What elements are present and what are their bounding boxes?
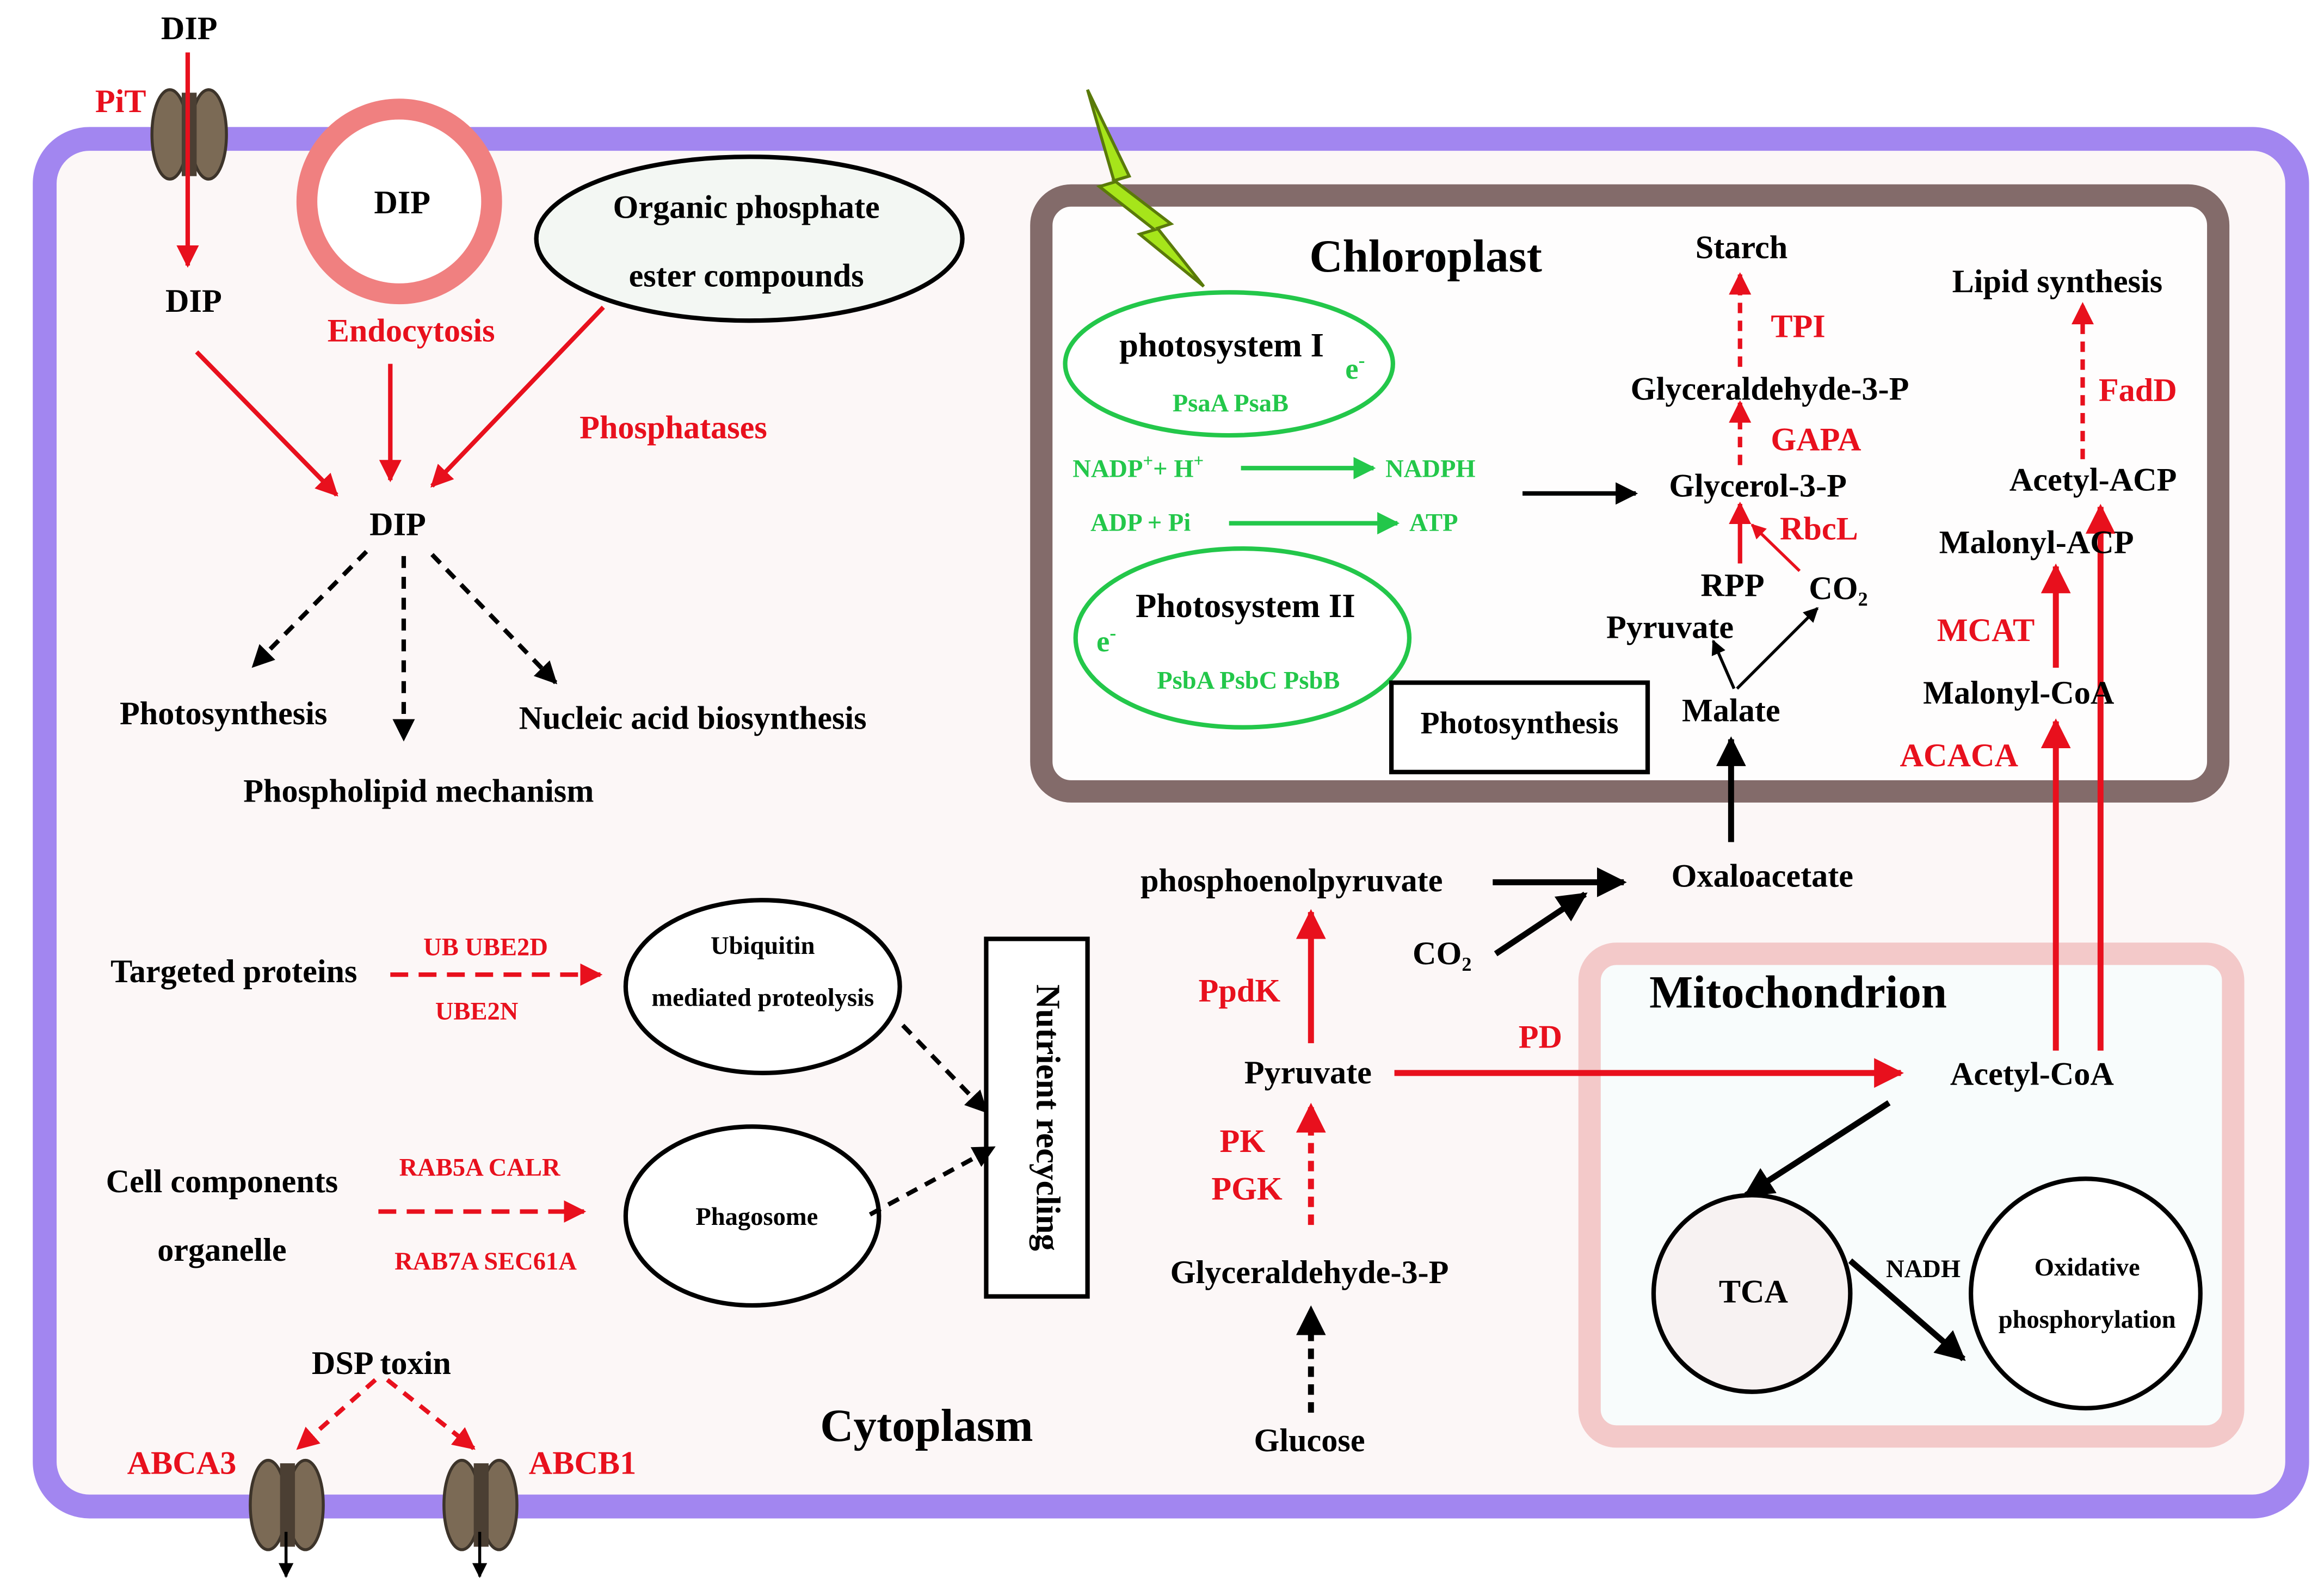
- nucleic-acid-label: Nucleic acid biosynthesis: [519, 700, 867, 736]
- arrow-malate-co2: [1736, 607, 1819, 690]
- arrow-phagosome-nutrient: [868, 1145, 996, 1217]
- oxidative-circle: [1969, 1176, 2203, 1410]
- ubiquitin-line2-label: mediated proteolysis: [651, 984, 874, 1012]
- dip-center-label: DIP: [369, 506, 426, 543]
- starch-label: Starch: [1696, 229, 1788, 266]
- arrow-dip-photosynthesis: [251, 550, 368, 668]
- arrow-acetylcoa-tca: [1743, 1100, 1891, 1198]
- lightning-icon: [1086, 89, 1205, 288]
- arrow-co2-oxaloacetate: [1494, 891, 1588, 957]
- arrow-dip-nucleic: [430, 553, 558, 685]
- ube2n-label: UBE2N: [435, 997, 519, 1025]
- pep-label: phosphoenolpyruvate: [1141, 862, 1443, 899]
- ppdk-label: PpdK: [1199, 972, 1281, 1009]
- mcat-label: MCAT: [1937, 612, 2035, 649]
- acetyl-acp-label: Acetyl-ACP: [2009, 461, 2177, 498]
- nadh-label: NADH: [1886, 1255, 1961, 1283]
- oxaloacetate-label: Oxaloacetate: [1672, 858, 1853, 895]
- ub-ube2d-label: UB UBE2D: [423, 934, 548, 962]
- dsp-toxin-label: DSP toxin: [312, 1345, 451, 1382]
- organic-line1-label: Organic phosphate: [613, 189, 880, 225]
- arrow-dsp-abcb1: [386, 1378, 476, 1450]
- rab5a-calr-label: RAB5A CALR: [399, 1154, 561, 1182]
- tpi-label: TPI: [1771, 308, 1825, 344]
- e-minus-2-label: e-: [1096, 622, 1116, 658]
- pgk-label: PGK: [1211, 1171, 1283, 1207]
- acetyl-coa-label: Acetyl-CoA: [1950, 1056, 2114, 1093]
- rpp-label: RPP: [1701, 568, 1765, 604]
- malonyl-acp-label: Malonyl-ACP: [1939, 524, 2134, 560]
- abcb1-label: ABCB1: [529, 1445, 636, 1481]
- pyruvate-cyto-label: Pyruvate: [1244, 1055, 1372, 1091]
- arrow-tca-oxidative: [1848, 1258, 1966, 1361]
- pyruvate-chl-label: Pyruvate: [1606, 609, 1734, 645]
- psba-psbc-psbb-label: PsbA PsbC PsbB: [1157, 667, 1340, 694]
- pk-label: PK: [1220, 1123, 1266, 1160]
- pit-label: PiT: [95, 83, 146, 120]
- malate-label: Malate: [1682, 693, 1780, 729]
- co2-cyto-label: CO₂: [1413, 935, 1471, 972]
- glyceraldehyde-cyto-label: Glyceraldehyde-3-P: [1170, 1254, 1449, 1291]
- e-minus-1-label: e-: [1345, 349, 1365, 385]
- arrow-organic-to-center: [430, 305, 605, 488]
- nadph-label: NADPH: [1385, 455, 1475, 483]
- ubiquitin-ellipse: [623, 898, 902, 1075]
- phosphatases-label: Phosphatases: [580, 410, 767, 446]
- dip-vesicle-label: DIP: [374, 184, 430, 221]
- arrow-dsp-abca3: [296, 1378, 377, 1450]
- atp-label: ATP: [1409, 509, 1458, 537]
- dip-top-label: DIP: [161, 10, 218, 47]
- oxidative-line1-label: Oxidative: [2035, 1254, 2140, 1281]
- organic-phosphate-ellipse: [534, 154, 965, 323]
- phospholipid-label: Phospholipid mechanism: [243, 773, 594, 810]
- cytoplasm-title: Cytoplasm: [820, 1400, 1033, 1451]
- glucose-label: Glucose: [1254, 1422, 1365, 1459]
- nadp-h-label: NADP++ H+: [1072, 452, 1204, 483]
- oxidative-line2-label: phosphorylation: [1999, 1306, 2176, 1334]
- adp-pi-label: ADP + Pi: [1090, 509, 1191, 537]
- photosynthesis-box-label: Photosynthesis: [1421, 706, 1619, 741]
- lipid-synthesis-label: Lipid synthesis: [1952, 263, 2163, 300]
- co2-chl-label: CO₂: [1809, 570, 1867, 607]
- photosystem1-label: photosystem I: [1119, 326, 1324, 364]
- organic-line2-label: ester compounds: [629, 257, 864, 294]
- mitochondrion-title: Mitochondrion: [1649, 966, 1947, 1018]
- arrow-dip-to-center: [195, 350, 338, 497]
- psaa-psab-label: PsaA PsaB: [1173, 390, 1289, 417]
- pd-label: PD: [1519, 1019, 1562, 1055]
- arrow-rbcl-co2: [1750, 523, 1801, 572]
- endocytosis-label: Endocytosis: [328, 313, 495, 349]
- phagosome-ellipse: [623, 1124, 881, 1308]
- photosystem2-ellipse: [1073, 546, 1412, 730]
- dip-inside-label: DIP: [165, 283, 222, 319]
- abca3-channel-icon: [249, 1458, 325, 1551]
- abca3-label: ABCA3: [127, 1445, 237, 1481]
- glyceraldehyde-chl-label: Glyceraldehyde-3-P: [1631, 371, 1909, 407]
- photosynthesis-label: Photosynthesis: [120, 695, 327, 732]
- tca-label: TCA: [1719, 1273, 1789, 1310]
- chloroplast-title: Chloroplast: [1309, 231, 1542, 282]
- organelle-label: organelle: [157, 1232, 286, 1268]
- phagosome-label: Phagosome: [695, 1203, 818, 1231]
- photosystem1-ellipse: [1063, 290, 1395, 438]
- gapa-label: GAPA: [1771, 421, 1861, 458]
- photosynthesis-box: [1389, 680, 1650, 774]
- rbcl-label: RbcL: [1780, 511, 1858, 547]
- malonyl-coa-label: Malonyl-CoA: [1923, 675, 2115, 711]
- rab7a-sec61a-label: RAB7A SEC61A: [394, 1248, 577, 1275]
- targeted-proteins-label: Targeted proteins: [110, 953, 357, 990]
- ubiquitin-line1-label: Ubiquitin: [711, 932, 815, 960]
- acaca-label: ACACA: [1900, 737, 2019, 774]
- fadd-label: FadD: [2099, 372, 2177, 409]
- nutrient-recycling-label: Nutrient recycling: [1030, 984, 1068, 1251]
- glycerol-label: Glycerol-3-P: [1669, 467, 1847, 504]
- arrow-malate-pyruvate: [1711, 639, 1736, 689]
- endocytosis-vesicle: [296, 98, 502, 305]
- cell-components-label: Cell components: [106, 1163, 338, 1200]
- nutrient-recycling-box: [984, 936, 1090, 1299]
- photosystem2-label: Photosystem II: [1136, 587, 1355, 625]
